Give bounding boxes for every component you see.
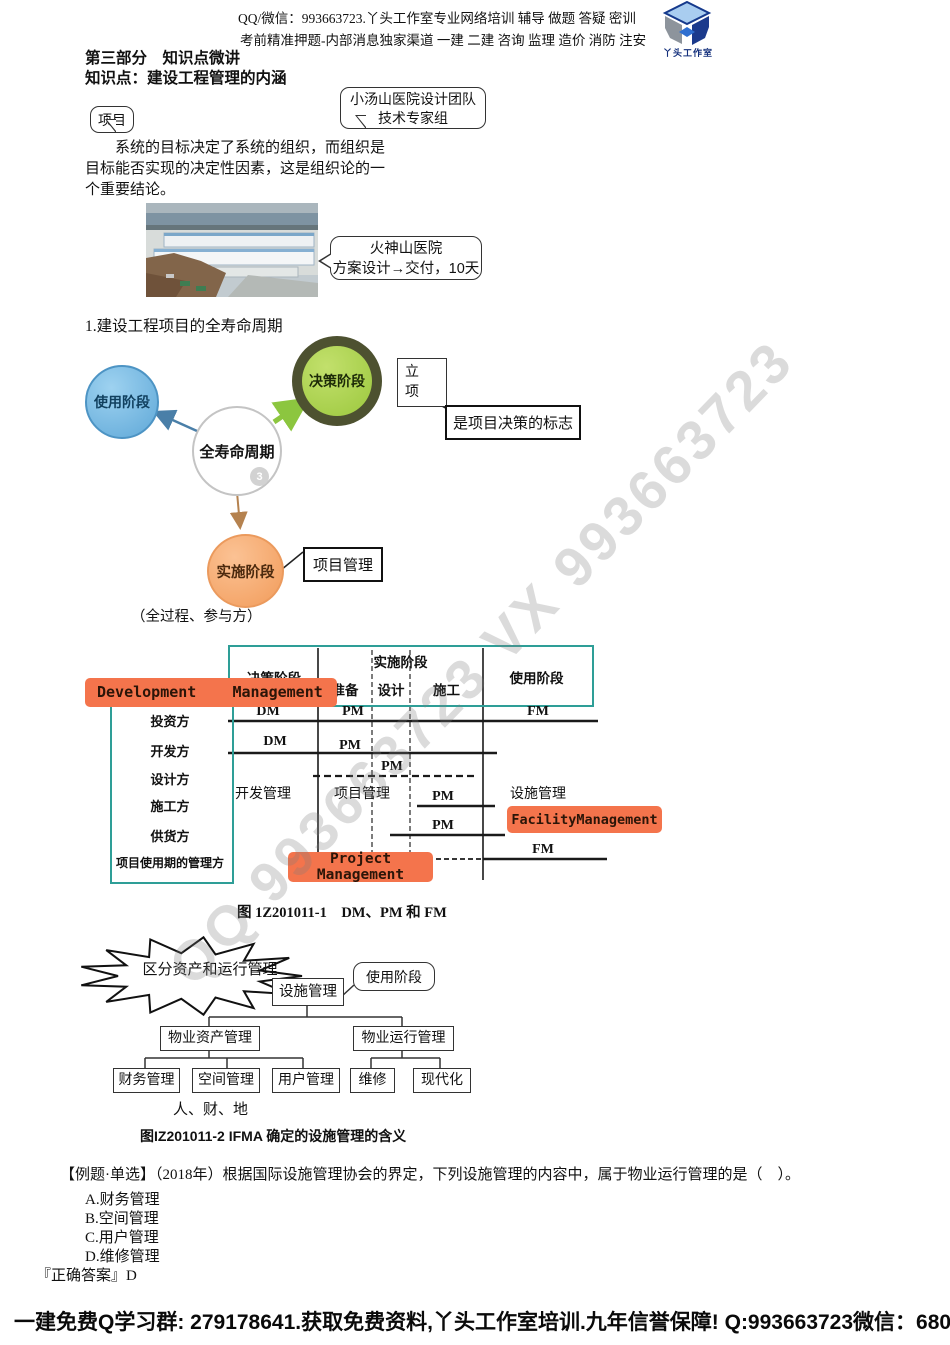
team-bubble-line2: 技术专家组 [378, 110, 448, 126]
fig1-label-devmgmt: 开发管理 [235, 785, 291, 801]
photo-callout-line2: 方案设计→交付，10天 [332, 261, 480, 277]
fig1-subcol-prep: 准备 [331, 683, 359, 698]
facility-management-box: FacilityManagement [507, 806, 662, 833]
asset-mgmt-box: 物业资产管理 [160, 1026, 260, 1051]
question-option-c: C.用户管理 [85, 1230, 159, 1246]
operation-mgmt-box: 物业运行管理 [353, 1026, 454, 1051]
fig1-row-usermanager: 项目使用期的管理方 [115, 856, 224, 870]
header-contact-line1: QQ/微信：993663723.丫头工作室专业网络培训 辅导 做题 答疑 密训 [238, 11, 636, 26]
bar-investor-pm: PM [342, 704, 364, 719]
fig1-col-impl: 实施阶段 [373, 655, 428, 670]
facility-root-box: 设施管理 [272, 978, 344, 1006]
question-option-d: D.维修管理 [85, 1249, 160, 1265]
bar-contractor-pm: PM [432, 789, 454, 804]
use-phase-circle: 使用阶段 [85, 365, 159, 439]
studio-logo-icon [655, 0, 719, 47]
bar-supplier-pm: PM [432, 818, 454, 833]
modernization-box: 现代化 [413, 1068, 471, 1093]
question-answer: 『正确答案』D [36, 1268, 137, 1284]
footer-contact: 一建免费Q学习群: 279178641.获取免费资料,丫头工作室培训.九年信誉保… [14, 1311, 950, 1334]
user-mgmt-box: 用户管理 [272, 1068, 340, 1093]
hospital-photo [146, 203, 318, 297]
team-speech-bubble: 小汤山医院设计团队 技术专家组 [340, 87, 486, 129]
full-lifecycle-circle: 全寿命周期 [192, 406, 282, 496]
bar-designer-pm: PM [381, 759, 403, 774]
lifecycle-footnote: （全过程、参与方） [131, 609, 262, 625]
team-bubble-line1: 小汤山医院设计团队 [350, 91, 476, 107]
lixiang-box: 立 项 [397, 358, 447, 407]
fig1-row-designer: 设计方 [150, 772, 190, 787]
maintenance-box: 维修 [350, 1068, 395, 1093]
decision-note-box: 是项目决策的标志 [445, 405, 581, 440]
use-phase-bubble: 使用阶段 [353, 962, 435, 991]
project-management-box: Project Management [288, 851, 433, 883]
lifecycle-badge: 3 [250, 467, 269, 486]
question-option-b: B.空间管理 [85, 1211, 159, 1227]
impl-phase-circle: 实施阶段 [207, 534, 284, 608]
fig1-col-use: 使用阶段 [509, 671, 564, 686]
bar-developer-dm: DM [263, 734, 287, 749]
space-mgmt-box: 空间管理 [192, 1068, 260, 1093]
development-management-box: Development Management [85, 678, 337, 707]
header-contact-line2: 考前精准押题-内部消息独家渠道 一建 二建 咨询 监理 造价 消防 注安 [240, 33, 647, 48]
lifecycle-heading: 1.建设工程项目的全寿命周期 [85, 318, 283, 335]
fig1-row-supplier: 供货方 [150, 829, 190, 844]
bar-investor-fm: FM [527, 704, 549, 719]
lixiang-line1: 立 [405, 363, 419, 379]
project-speech-bubble: 项目 [90, 106, 134, 133]
question-stem: 【例题·单选】（2018年）根据国际设施管理协会的界定，下列设施管理的内容中，属… [60, 1167, 801, 1183]
knowledge-point-title: 知识点：建设工程管理的内涵 [85, 70, 287, 87]
intro-paragraph: 系统的目标决定了系统的组织，而组织是目标能否实现的决定性因素，这是组织论的一个重… [85, 140, 386, 198]
fig2-note: 人、财、地 [173, 1101, 249, 1118]
fig1-header-box [228, 645, 594, 707]
bar-user-fm: FM [532, 842, 554, 857]
section-part-title: 第三部分 知识点微讲 [85, 50, 241, 67]
fig1-row-contractor: 施工方 [150, 799, 190, 814]
fig1-row-investor: 投资方 [150, 714, 190, 729]
photo-callout-bubble: 火神山医院 方案设计→交付，10天 [318, 236, 482, 280]
question-option-a: A.财务管理 [85, 1192, 160, 1208]
fig1-caption: 图 1Z201011-1 DM、PM 和 FM [237, 905, 447, 921]
decision-phase-circle: 决策阶段 [302, 346, 372, 416]
finance-mgmt-box: 财务管理 [113, 1068, 180, 1093]
fig1-label-fm: 设施管理 [510, 785, 566, 801]
photo-callout-line1: 火神山医院 [369, 241, 443, 257]
bar-developer-pm: PM [339, 738, 361, 753]
bar-investor-dm: DM [256, 704, 280, 719]
fig1-label-pm: 项目管理 [334, 785, 390, 801]
fig1-subcol-construct: 施工 [433, 683, 460, 698]
decision-phase-ring: 决策阶段 [292, 336, 382, 426]
fig1-row-developer: 开发方 [150, 744, 190, 759]
burst-star-text: 区分资产和运行管理 [142, 961, 278, 978]
pm-box: 项目管理 [303, 547, 383, 582]
lixiang-line2: 项 [405, 383, 419, 399]
fig1-subcol-design: 设计 [377, 683, 405, 698]
studio-logo-caption: 丫头工作室 [662, 48, 713, 58]
fig2-caption: 图IZ201011-2 IFMA 确定的设施管理的含义 [140, 1128, 407, 1144]
